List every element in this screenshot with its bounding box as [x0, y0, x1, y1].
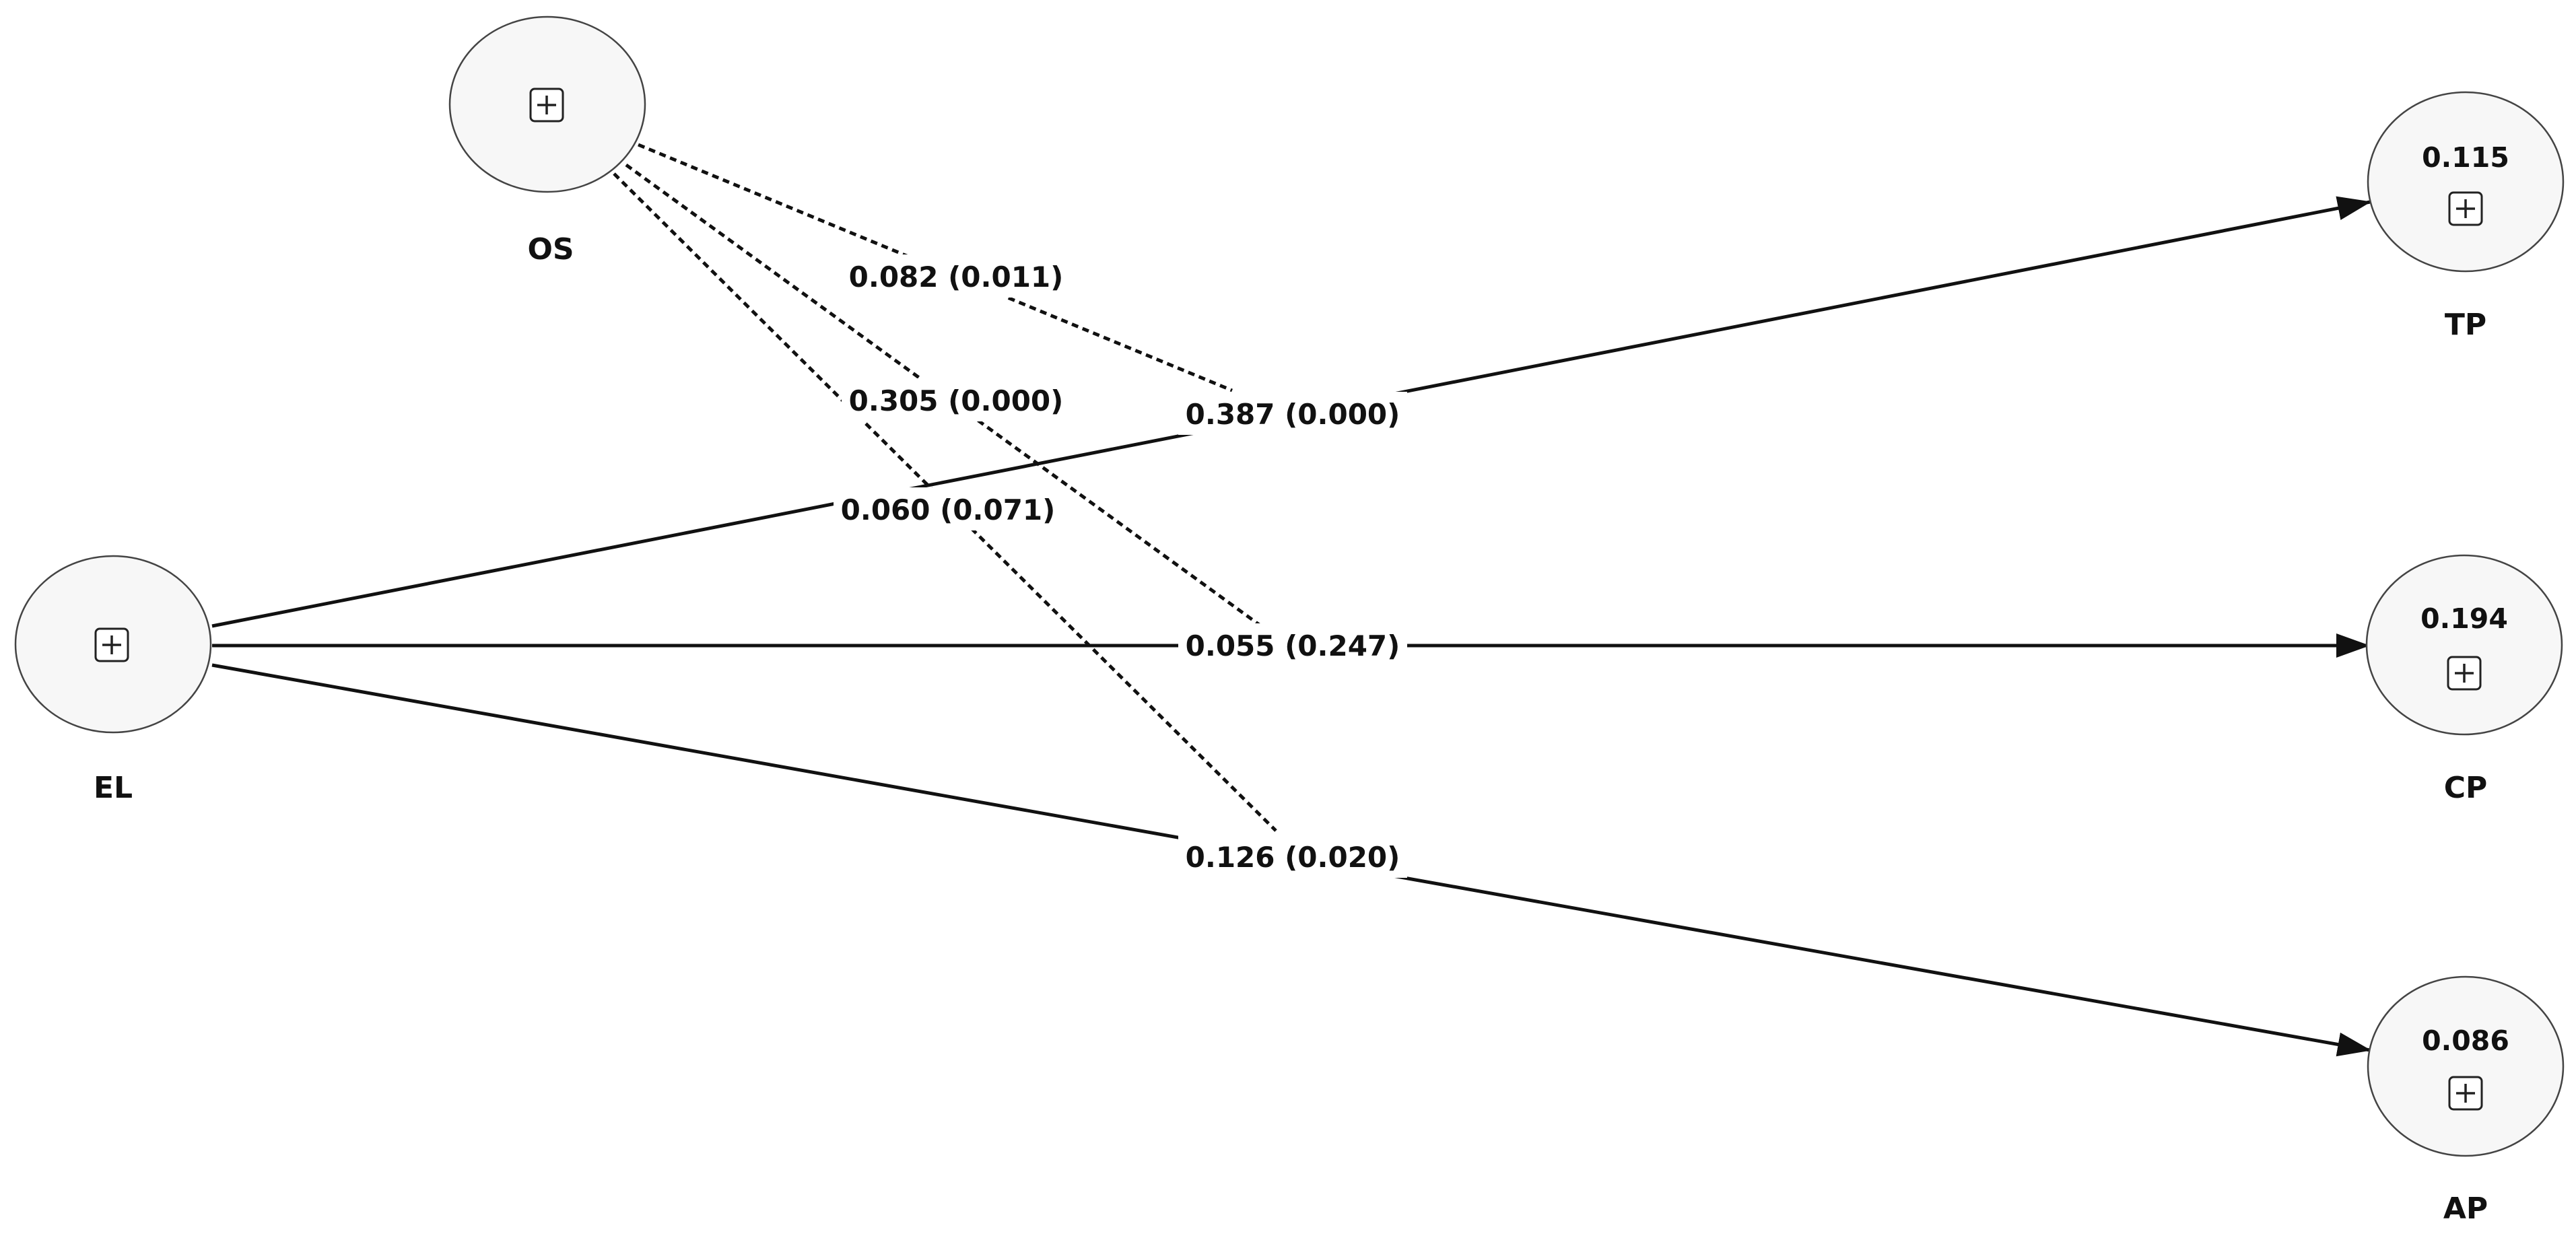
- path-label-os-cp: 0.305 (0.000): [842, 378, 1071, 421]
- node-tp-r2: 0.115: [2422, 141, 2509, 174]
- node-el[interactable]: EL: [14, 555, 212, 805]
- plus-square-icon[interactable]: [529, 88, 564, 123]
- path-label-os-tp: 0.082 (0.011): [842, 254, 1071, 298]
- node-cp-r2: 0.194: [2420, 602, 2508, 635]
- node-ap-name: AP: [2443, 1192, 2488, 1226]
- path-label-el-cp: 0.055 (0.247): [1178, 623, 1407, 666]
- path-os-ap: [613, 172, 1277, 832]
- path-label-el-tp: 0.387 (0.000): [1178, 392, 1407, 435]
- svg-text:0.387 (0.000): 0.387 (0.000): [1186, 398, 1400, 431]
- node-ap[interactable]: 0.086 AP: [2367, 975, 2565, 1226]
- plus-square-icon[interactable]: [2447, 656, 2482, 691]
- node-os[interactable]: OS: [448, 15, 646, 267]
- plus-square-icon[interactable]: [2448, 1076, 2483, 1111]
- node-cp[interactable]: 0.194 CP: [2365, 554, 2563, 805]
- node-os-name: OS: [527, 232, 574, 267]
- node-tp-name: TP: [2445, 308, 2486, 342]
- svg-text:0.082 (0.011): 0.082 (0.011): [849, 261, 1064, 294]
- path-label-os-ap: 0.060 (0.071): [834, 487, 1062, 530]
- node-el-name: EL: [94, 771, 133, 805]
- plus-square-icon[interactable]: [94, 627, 129, 662]
- svg-text:0.305 (0.000): 0.305 (0.000): [849, 384, 1064, 417]
- node-tp[interactable]: 0.115 TP: [2367, 91, 2565, 342]
- svg-text:0.126 (0.020): 0.126 (0.020): [1186, 841, 1400, 874]
- path-label-el-ap: 0.126 (0.020): [1178, 835, 1407, 878]
- plus-square-icon[interactable]: [2448, 191, 2483, 226]
- svg-text:0.060 (0.071): 0.060 (0.071): [841, 493, 1056, 526]
- node-ap-r2: 0.086: [2422, 1025, 2509, 1057]
- svg-text:0.055 (0.247): 0.055 (0.247): [1186, 629, 1400, 662]
- node-cp-name: CP: [2444, 771, 2488, 805]
